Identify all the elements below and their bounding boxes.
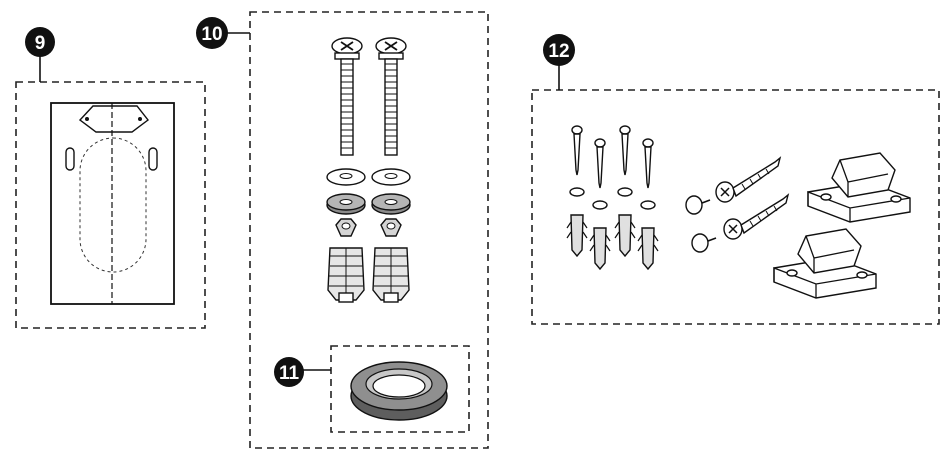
callout-10-badge [196,17,228,49]
callout-10-label: 10 [201,24,222,45]
cap-upper [685,195,711,215]
nut-right [380,218,402,237]
wall-plug-1 [566,214,588,258]
callout-12: 12 [543,34,575,66]
callout-10: 10 [196,17,228,49]
part-9-group: 9 [15,27,206,329]
callout-9: 9 [25,27,55,57]
bolt-anchor-right [372,247,410,303]
callout-12-label: 12 [548,41,569,62]
part-12-box [531,89,940,325]
part-11-group: 11 [274,345,470,433]
callout-9-badge [25,27,55,57]
template-hole-left [85,117,89,121]
wall-plug-2 [589,227,611,271]
long-screw-lower [723,193,790,240]
bolt-anchor-left [327,247,365,303]
rubber-washer-right [371,193,411,215]
small-screw-2 [594,138,606,189]
rubber-washer-left [326,193,366,215]
bolt-right [375,37,407,156]
template-slot-left [65,147,75,171]
part-10-group: 10 [196,11,489,449]
callout-9-label: 9 [35,33,46,54]
gasket-ring [350,361,448,421]
wall-plug-4 [637,227,659,271]
template-hole-right [138,117,142,121]
part-11-box [330,345,470,433]
template-sheet [50,102,175,305]
small-screw-4 [642,138,654,189]
long-screw-upper [715,156,782,203]
bracket-upper [807,152,911,223]
callout-11: 11 [274,357,304,387]
template-bowl-outline [79,137,147,273]
small-screw-3 [619,125,631,176]
template-slot-right [148,147,158,171]
flat-washer-right [371,168,411,186]
wall-plug-3 [614,214,636,258]
callout-11-badge [274,357,304,387]
small-washers [569,187,656,210]
callout-12-badge [543,34,575,66]
small-screw-1 [571,125,583,176]
part-10-box [249,11,489,449]
nut-left [335,218,357,237]
bracket-lower [773,228,877,299]
template-top-cutout [78,105,149,133]
part-9-box [15,81,206,329]
part-12-group: 12 [531,34,940,325]
bolt-left [331,37,363,156]
callout-11-label: 11 [279,363,300,384]
cap-lower [691,233,717,253]
flat-washer-left [326,168,366,186]
